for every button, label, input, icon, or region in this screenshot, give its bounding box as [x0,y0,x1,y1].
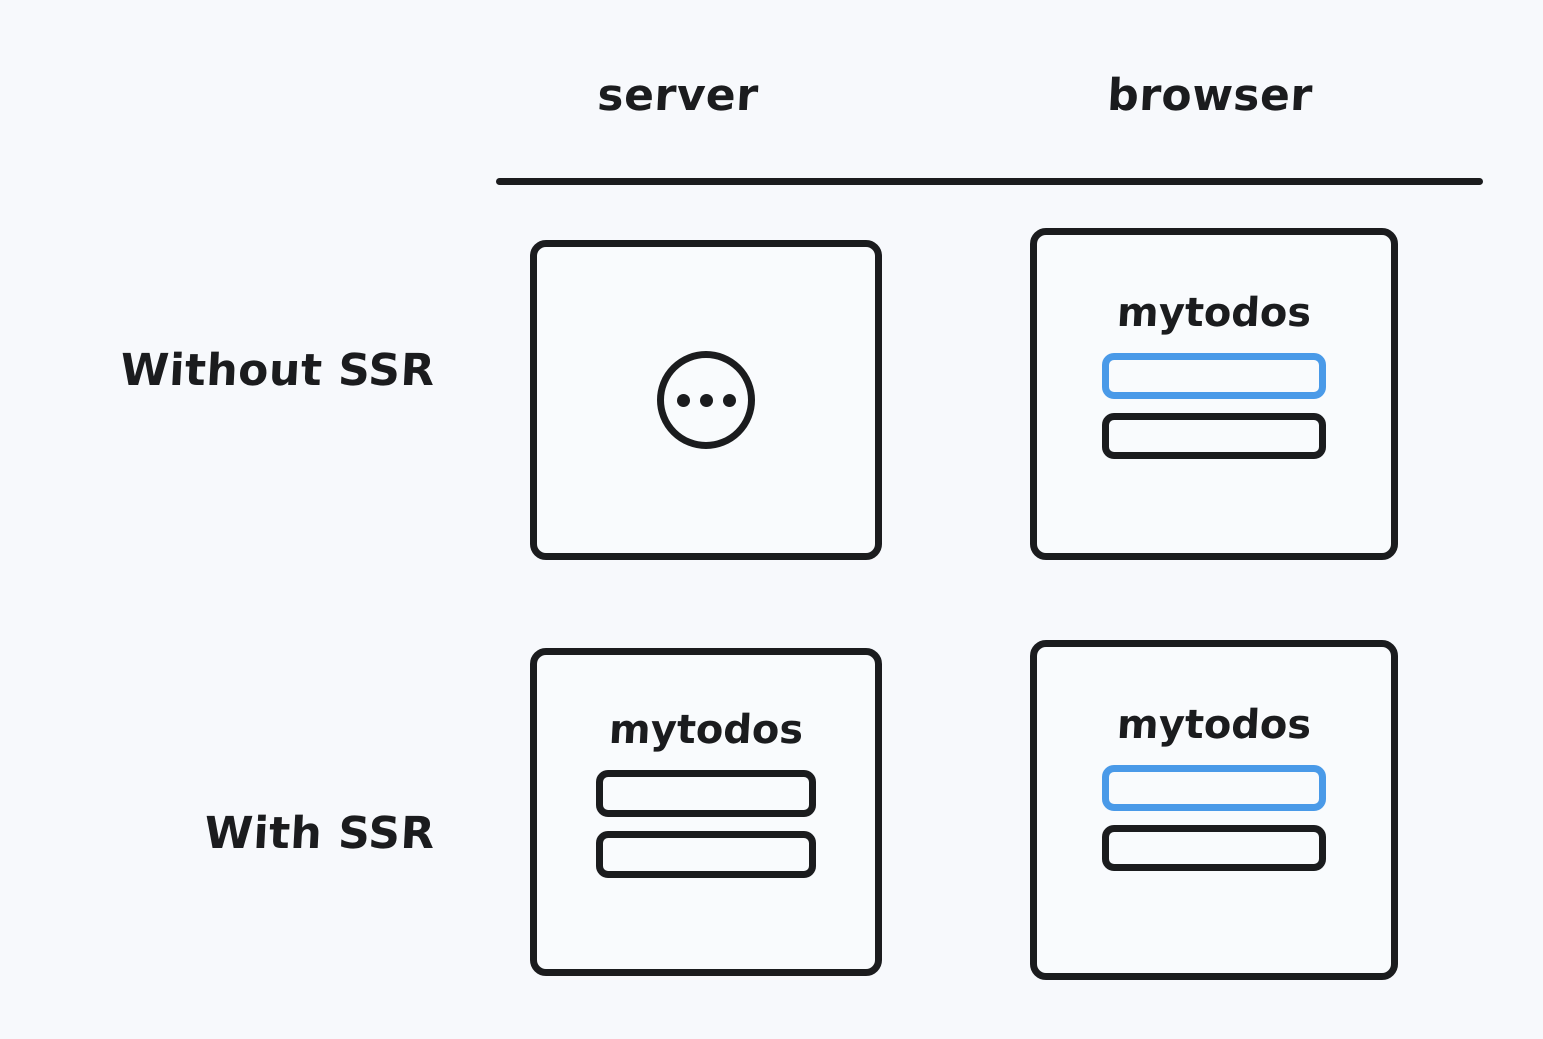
loading-spinner-icon [657,351,755,449]
column-header-server: server [596,70,760,121]
spinner-dot [722,393,736,407]
todo-item-bar-accent [1102,353,1326,399]
todo-item-bar [596,831,816,878]
todo-list [1102,353,1326,459]
row-label-with-ssr: With SSR [203,808,437,859]
todo-item-bar [1102,413,1326,459]
spinner-dot [676,393,690,407]
todo-list [596,770,816,878]
app-title: mytodos [1115,702,1313,748]
todo-item-bar-accent [1102,765,1326,811]
app-title: mytodos [607,707,805,753]
app-mock-browser-without-ssr: mytodos [1037,290,1391,459]
todo-item-bar [1102,825,1326,871]
todo-list [1102,765,1326,871]
card-browser-without-ssr: mytodos [1030,228,1398,560]
row-label-without-ssr: Without SSR [118,345,437,396]
card-server-with-ssr: mytodos [530,648,882,976]
app-mock-browser-with-ssr: mytodos [1037,702,1391,871]
todo-item-bar [596,770,816,817]
header-divider [496,178,1483,185]
card-browser-with-ssr: mytodos [1030,640,1398,980]
column-header-browser: browser [1106,70,1314,121]
card-server-without-ssr [530,240,882,560]
spinner-dot [699,393,713,407]
app-mock-server-with-ssr: mytodos [537,707,875,878]
app-title: mytodos [1115,290,1313,336]
